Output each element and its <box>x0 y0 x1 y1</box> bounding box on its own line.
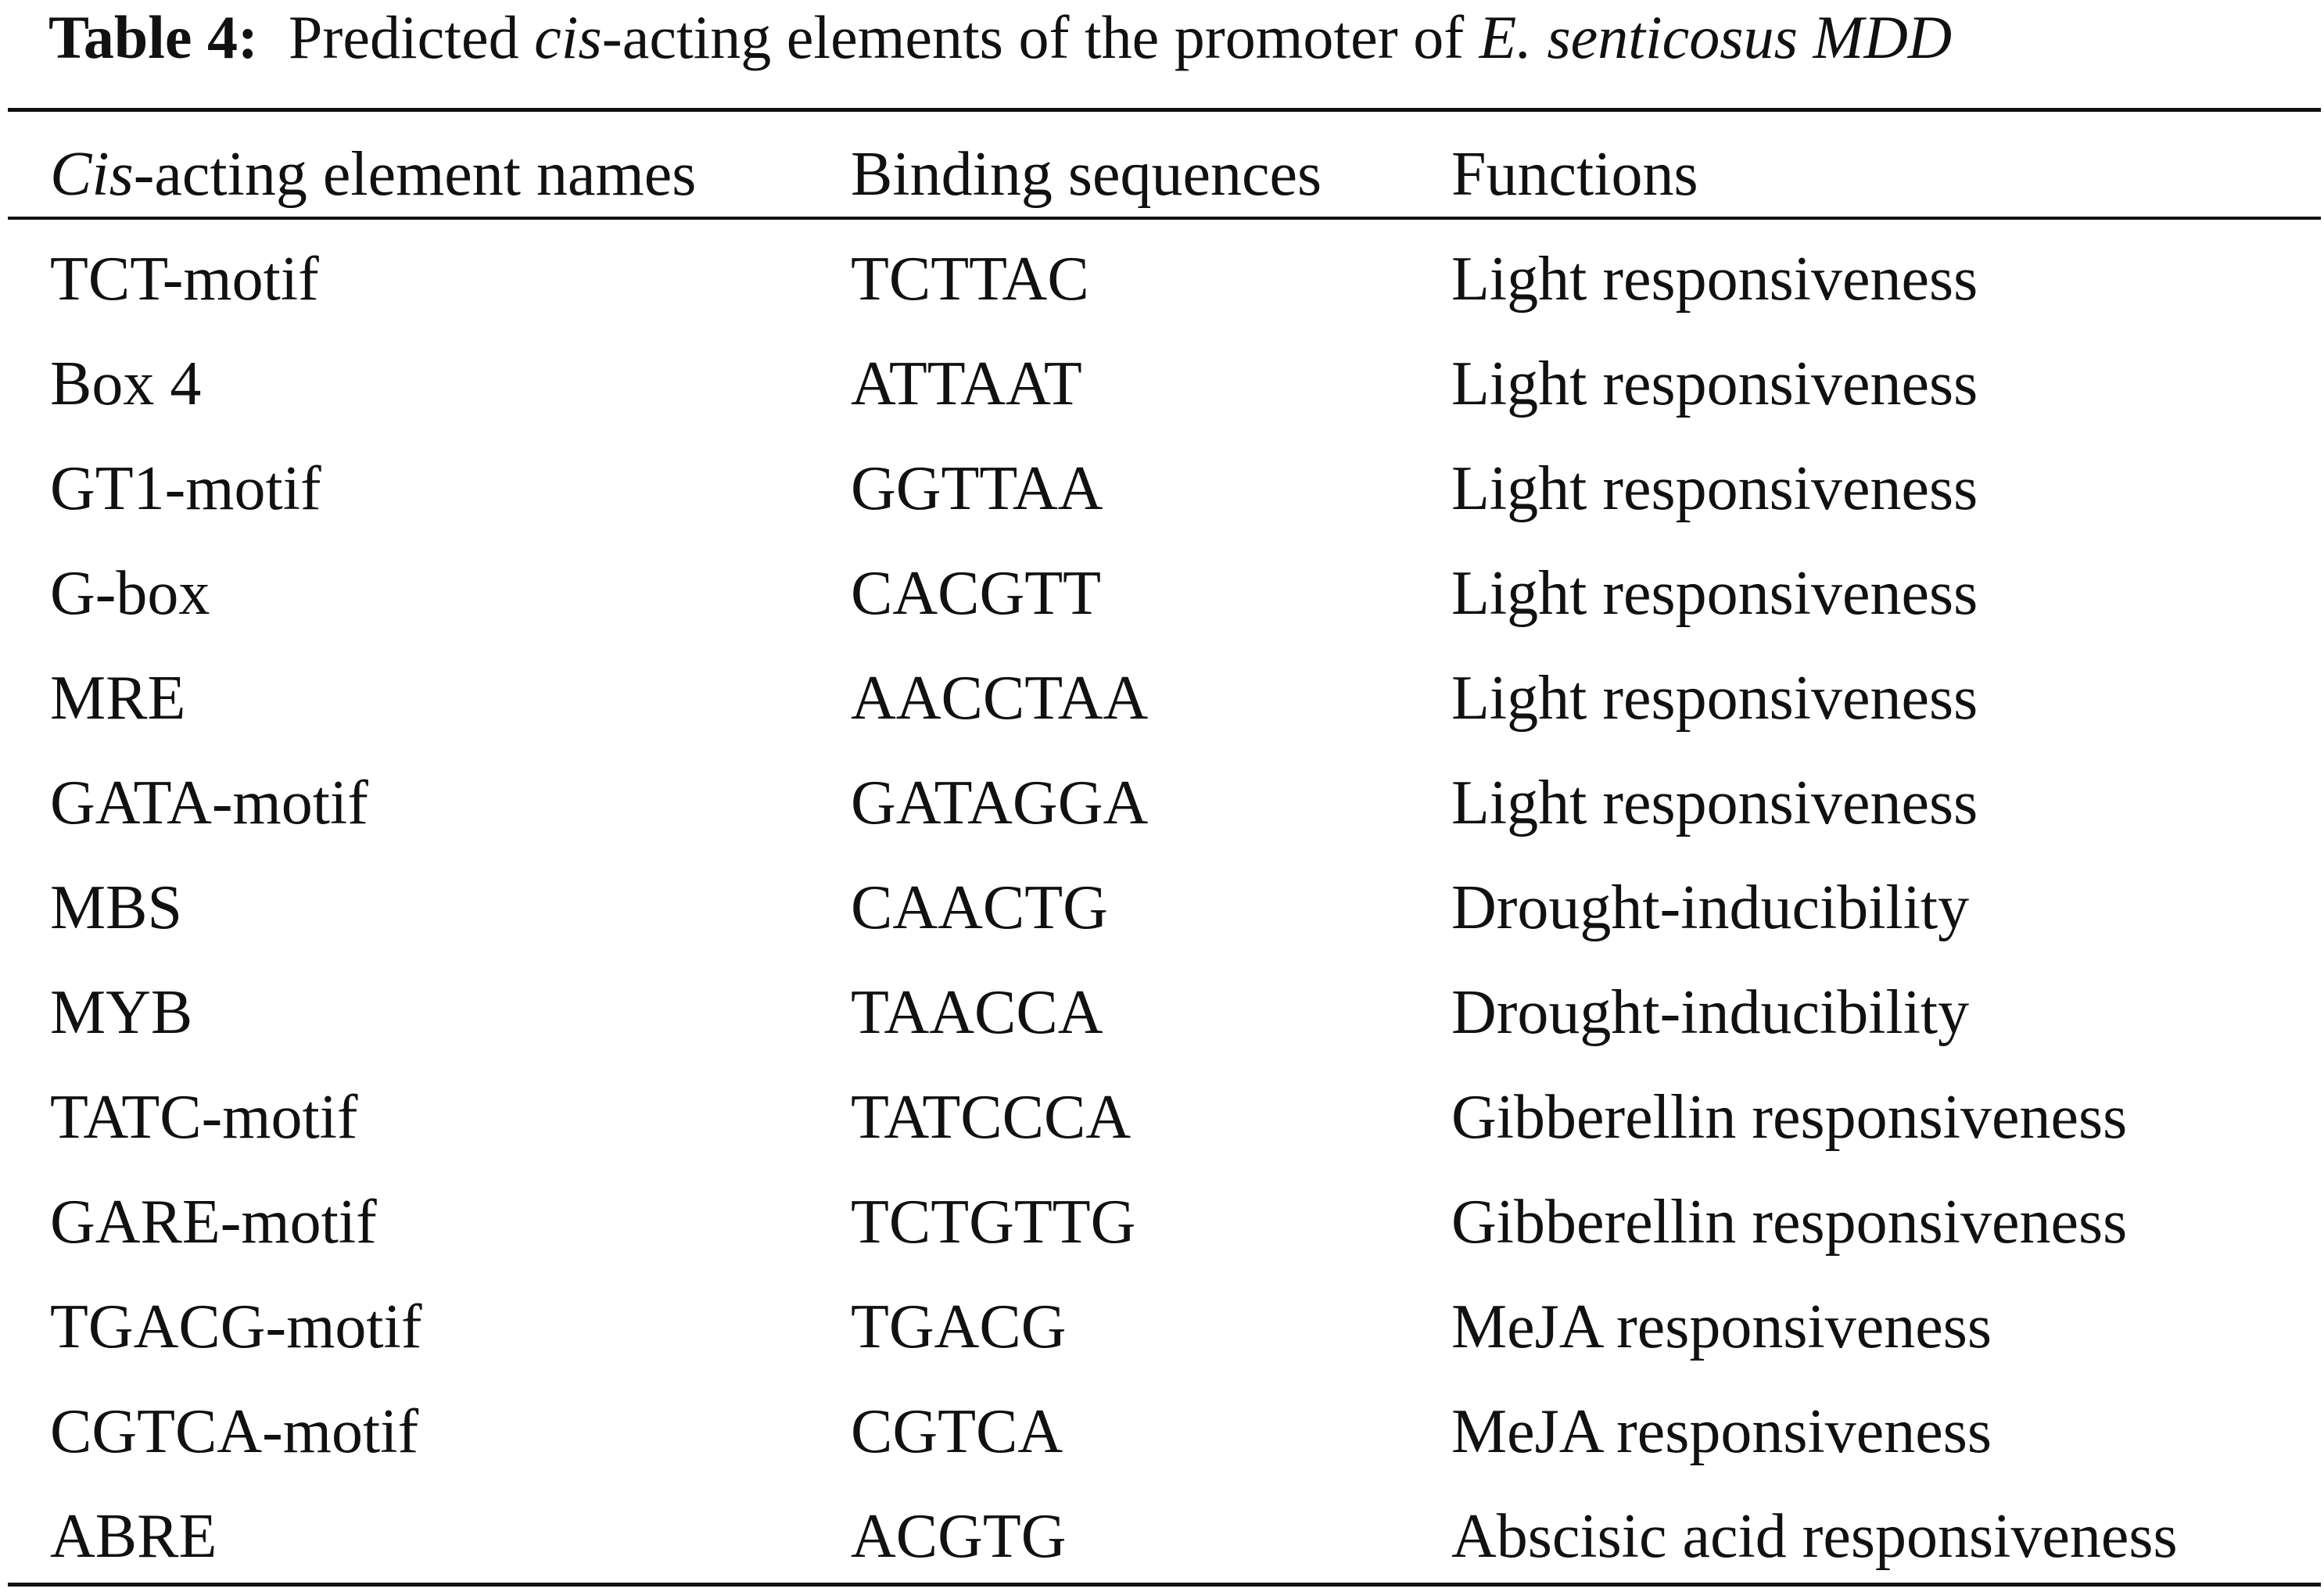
function-cell: Gibberellin responsiveness <box>1451 1188 2128 1257</box>
header-cis-italic: Cis <box>50 140 134 209</box>
table-row: MBS CAACTG Drought-inducibility <box>0 855 2324 960</box>
binding-sequence-cell: TCTTAC <box>851 245 1089 314</box>
element-name-cell: TATC-motif <box>50 1083 358 1152</box>
element-name-cell: Box 4 <box>50 350 202 418</box>
table-row: GT1-motif GGTTAA Light responsiveness <box>0 436 2324 541</box>
element-name-cell: CGTCA-motif <box>50 1397 419 1466</box>
table-row: ABRE ACGTG Abscisic acid responsiveness <box>0 1484 2324 1589</box>
binding-sequence-cell: ACGTG <box>851 1502 1067 1571</box>
function-cell: Drought-inducibility <box>1451 978 1970 1047</box>
header-functions: Functions <box>1451 140 1698 209</box>
header-element-names: Cis-acting element names <box>50 122 696 227</box>
element-name-cell: GATA-motif <box>50 769 368 837</box>
binding-sequence-cell: GGTTAA <box>851 454 1103 523</box>
caption-text-1: Predicted <box>289 3 535 71</box>
element-name-cell: ABRE <box>50 1502 217 1571</box>
table-row: TATC-motif TATCCCA Gibberellin responsiv… <box>0 1065 2324 1170</box>
binding-sequence-cell: TGACG <box>851 1293 1067 1361</box>
function-cell: MeJA responsiveness <box>1451 1293 1992 1361</box>
element-name-cell: TCT-motif <box>50 245 319 314</box>
header-binding-sequences: Binding sequences <box>851 140 1322 209</box>
table-row: GATA-motif GATAGGA Light responsiveness <box>0 751 2324 855</box>
binding-sequence-cell: TAACCA <box>851 978 1103 1047</box>
function-cell: Drought-inducibility <box>1451 873 1970 942</box>
table-top-rule <box>8 108 2321 112</box>
table-row: GARE-motif TCTGTTG Gibberellin responsiv… <box>0 1170 2324 1275</box>
table-row: Box 4 ATTAAT Light responsiveness <box>0 332 2324 436</box>
function-cell: Light responsiveness <box>1451 245 1978 314</box>
element-name-cell: MRE <box>50 664 186 733</box>
header-element-names-rest: -acting element names <box>133 140 697 209</box>
binding-sequence-cell: AACCTAA <box>851 664 1149 733</box>
table-row: CGTCA-motif CGTCA MeJA responsiveness <box>0 1379 2324 1484</box>
binding-sequence-cell: CACGTT <box>851 559 1101 628</box>
table-label: Table 4: <box>48 3 259 71</box>
element-name-cell: MYB <box>50 978 193 1047</box>
function-cell: Gibberellin responsiveness <box>1451 1083 2128 1152</box>
table-row: MRE AACCTAA Light responsiveness <box>0 646 2324 751</box>
element-name-cell: G-box <box>50 559 210 628</box>
binding-sequence-cell: GATAGGA <box>851 769 1149 837</box>
binding-sequence-cell: ATTAAT <box>851 350 1082 418</box>
table-header-row: Cis-acting element names Binding sequenc… <box>0 122 2324 227</box>
table-row: TCT-motif TCTTAC Light responsiveness <box>0 227 2324 332</box>
function-cell: MeJA responsiveness <box>1451 1397 1992 1466</box>
binding-sequence-cell: TCTGTTG <box>851 1188 1136 1257</box>
table-caption: Table 4: Predicted cis-acting elements o… <box>48 0 1952 78</box>
element-name-cell: MBS <box>50 873 182 942</box>
function-cell: Light responsiveness <box>1451 559 1978 628</box>
table-row: TGACG-motif TGACG MeJA responsiveness <box>0 1275 2324 1379</box>
function-cell: Light responsiveness <box>1451 664 1978 733</box>
caption-text-2: -acting elements of the promoter of <box>601 3 1479 71</box>
element-name-cell: GT1-motif <box>50 454 321 523</box>
function-cell: Abscisic acid responsiveness <box>1451 1502 2178 1571</box>
table-header-rule <box>8 217 2321 220</box>
binding-sequence-cell: TATCCCA <box>851 1083 1132 1152</box>
table-row: MYB TAACCA Drought-inducibility <box>0 960 2324 1065</box>
table-row: G-box CACGTT Light responsiveness <box>0 541 2324 646</box>
caption-species-gene: E. senticosus MDD <box>1479 3 1953 71</box>
binding-sequence-cell: CAACTG <box>851 873 1108 942</box>
table-bottom-rule <box>8 1583 2321 1587</box>
caption-cis: cis <box>534 3 602 71</box>
function-cell: Light responsiveness <box>1451 350 1978 418</box>
element-name-cell: GARE-motif <box>50 1188 377 1257</box>
binding-sequence-cell: CGTCA <box>851 1397 1063 1466</box>
element-name-cell: TGACG-motif <box>50 1293 422 1361</box>
function-cell: Light responsiveness <box>1451 769 1978 837</box>
function-cell: Light responsiveness <box>1451 454 1978 523</box>
